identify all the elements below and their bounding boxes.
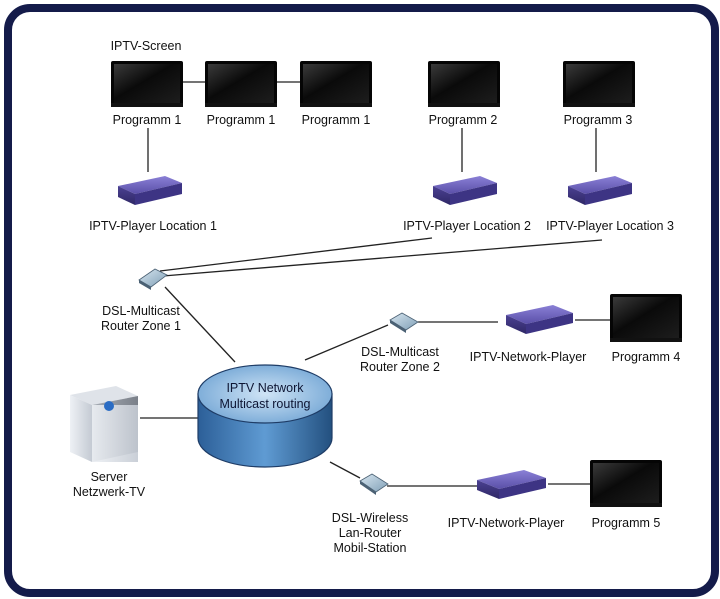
server-label-line2: Netzwerk-TV [73, 485, 146, 499]
tv-screen-2 [205, 61, 277, 107]
router-wireless [359, 473, 389, 495]
router2-label-line2: Router Zone 2 [360, 360, 440, 374]
iptv-player-1 [118, 176, 182, 205]
router2-label-line1: DSL-Multicast [361, 345, 439, 359]
tv-group-label: IPTV-Screen [111, 39, 182, 53]
connection-lines [140, 81, 610, 487]
network-label-line1: IPTV Network [226, 381, 304, 395]
iptv-player-3 [568, 176, 632, 205]
tv-screen-7 [590, 460, 662, 507]
screen-label-1: Programm 1 [113, 113, 182, 127]
tv-screen-3 [300, 61, 372, 107]
player-label-1: IPTV-Player Location 1 [89, 219, 217, 233]
player-label-2: IPTV-Player Location 2 [403, 219, 531, 233]
tv-screen-4 [428, 61, 500, 107]
router-zone-2 [389, 312, 419, 333]
player-label-4: IPTV-Network-Player [470, 350, 587, 364]
router1-label-line1: DSL-Multicast [102, 304, 180, 318]
iptv-network-cylinder [197, 364, 333, 468]
tv-screen-1 [111, 61, 183, 107]
iptv-player-5 [477, 470, 546, 499]
network-label-line2: Multicast routing [219, 397, 310, 411]
screen-label-6: Programm 4 [612, 350, 681, 364]
screen-label-5: Programm 3 [564, 113, 633, 127]
screen-label-4: Programm 2 [429, 113, 498, 127]
screen-label-3: Programm 1 [302, 113, 371, 127]
router3-label-line2: Lan-Router [339, 526, 402, 540]
router1-label-line2: Router Zone 1 [101, 319, 181, 333]
router3-label-line3: Mobil-Station [334, 541, 407, 555]
tv-screen-6 [610, 294, 682, 342]
server-icon [70, 386, 138, 462]
tv-screen-5 [563, 61, 635, 107]
screen-label-7: Programm 5 [592, 516, 661, 530]
screen-label-2: Programm 1 [207, 113, 276, 127]
server-label-line1: Server [91, 470, 128, 484]
router3-label-line1: DSL-Wireless [332, 511, 408, 525]
player-label-5: IPTV-Network-Player [448, 516, 565, 530]
iptv-player-2 [433, 176, 497, 205]
player-label-3: IPTV-Player Location 3 [546, 219, 674, 233]
iptv-player-4 [506, 305, 573, 334]
router-zone-1 [138, 268, 168, 290]
